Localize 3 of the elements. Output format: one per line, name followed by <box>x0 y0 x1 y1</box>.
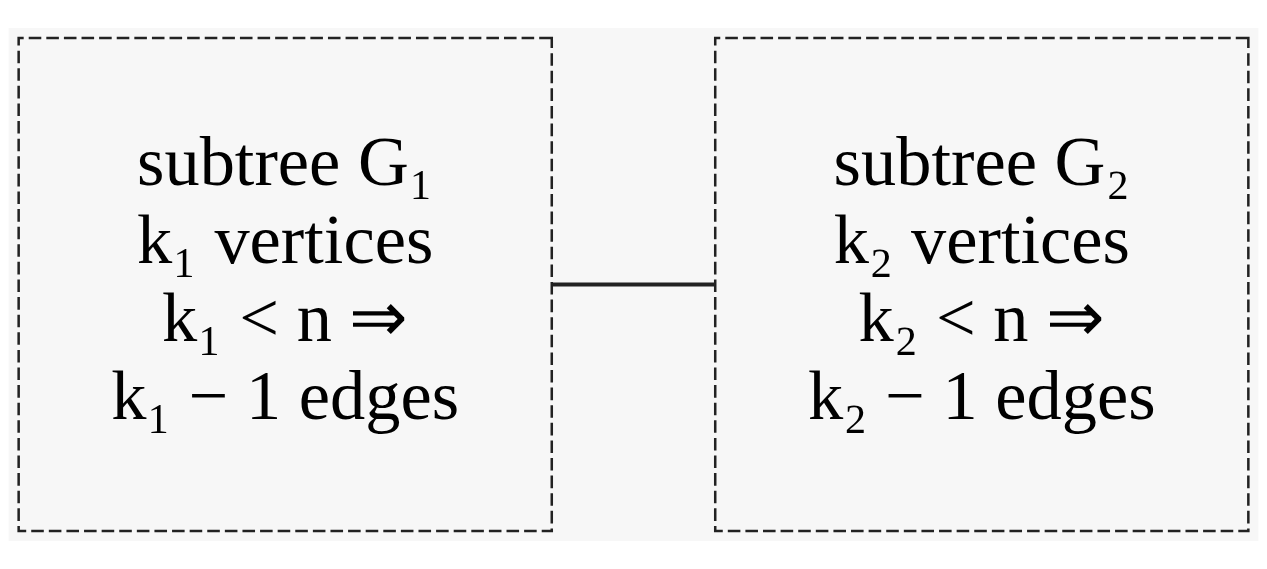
node-box: subtree G₁ k₁ vertices k₁ < n ⇒ k₁ − 1 edges <box>17 36 554 533</box>
node-box: subtree G₂ k₂ vertices k₂ < n ⇒ k₂ − 1 edges <box>713 36 1250 533</box>
connector <box>552 282 716 287</box>
